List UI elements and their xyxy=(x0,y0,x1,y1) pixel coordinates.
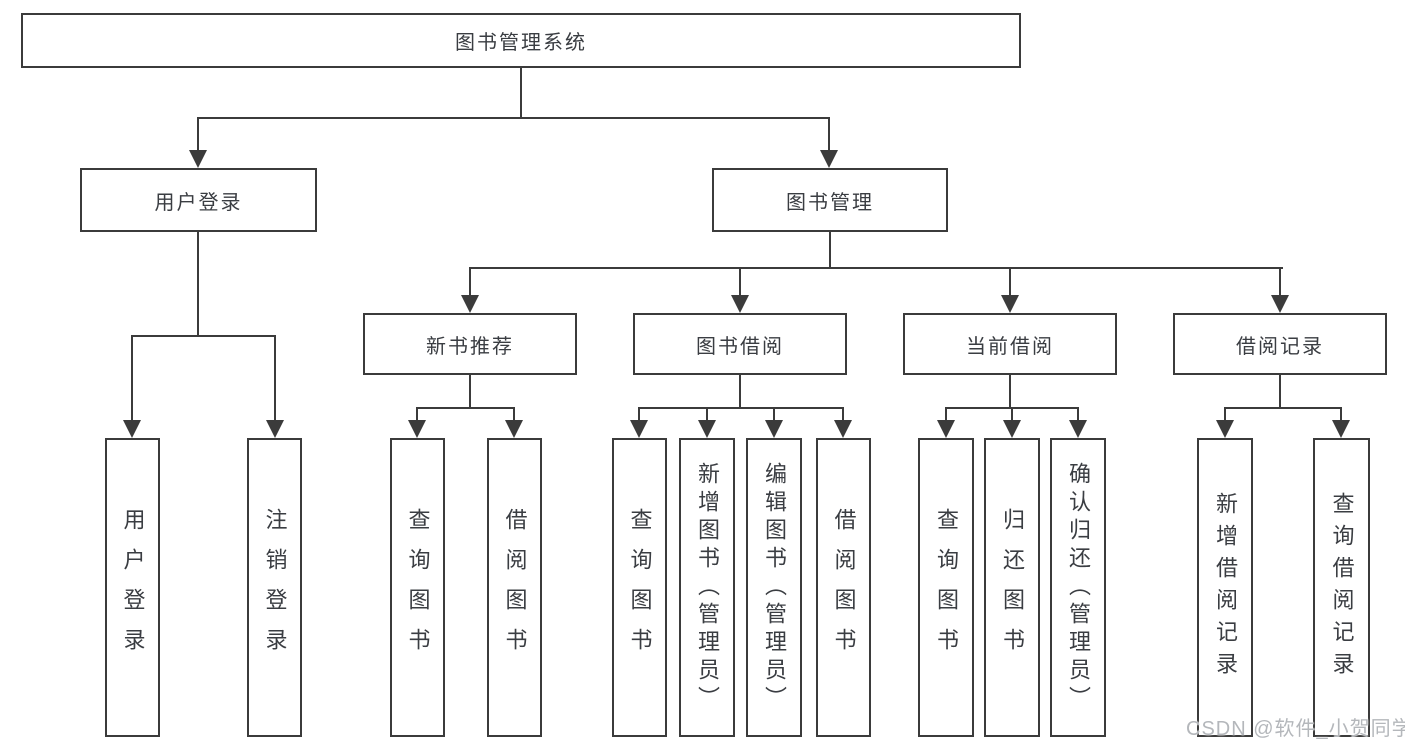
node-leaf-edit-book-admin: 编辑图书（管理员） xyxy=(746,438,802,737)
arrowhead-down-icon xyxy=(765,420,783,438)
arrowhead-down-icon xyxy=(834,420,852,438)
connector-line xyxy=(706,407,708,425)
node-leaf-logout: 注销登录 xyxy=(247,438,302,737)
connector-line xyxy=(638,407,844,409)
arrowhead-down-icon xyxy=(408,420,426,438)
connector-line xyxy=(773,407,775,425)
connector-line xyxy=(1279,267,1281,300)
connector-line xyxy=(945,407,947,425)
connector-line xyxy=(469,375,471,408)
connector-line xyxy=(469,267,471,300)
connector-line xyxy=(197,117,199,154)
node-leaf-query-borrow-record: 查询借阅记录 xyxy=(1313,438,1370,737)
node-leaf-query-books-recommend: 查询图书 xyxy=(390,438,445,737)
connector-line xyxy=(197,117,830,119)
connector-line xyxy=(1224,407,1226,425)
connector-line xyxy=(638,407,640,425)
arrowhead-down-icon xyxy=(630,420,648,438)
connector-line xyxy=(274,335,276,424)
connector-line xyxy=(1011,407,1013,425)
arrowhead-down-icon xyxy=(937,420,955,438)
connector-line xyxy=(1009,267,1011,300)
node-branch-borrow-records: 借阅记录 xyxy=(1173,313,1387,375)
node-leaf-add-borrow-record: 新增借阅记录 xyxy=(1197,438,1253,737)
node-leaf-query-books-current: 查询图书 xyxy=(918,438,974,737)
node-leaf-add-book-admin: 新增图书（管理员） xyxy=(679,438,735,737)
node-leaf-user-login: 用户登录 xyxy=(105,438,160,737)
arrowhead-down-icon xyxy=(1003,420,1021,438)
connector-line xyxy=(416,407,418,425)
node-leaf-query-books-borrow: 查询图书 xyxy=(612,438,667,737)
connector-line xyxy=(842,407,844,425)
arrowhead-down-icon xyxy=(820,150,838,168)
arrowhead-down-icon xyxy=(1001,295,1019,313)
node-branch-book-mgmt: 图书管理 xyxy=(712,168,948,232)
connector-line xyxy=(520,68,522,119)
connector-line xyxy=(829,232,831,269)
connector-line xyxy=(739,267,741,300)
connector-line xyxy=(131,335,276,337)
arrowhead-down-icon xyxy=(505,420,523,438)
connector-line xyxy=(1279,375,1281,408)
arrowhead-down-icon xyxy=(123,420,141,438)
connector-line xyxy=(513,407,515,425)
connector-line xyxy=(1224,407,1342,409)
connector-line xyxy=(416,407,515,409)
connector-line xyxy=(1340,407,1342,425)
arrowhead-down-icon xyxy=(189,150,207,168)
arrowhead-down-icon xyxy=(731,295,749,313)
node-branch-user-login: 用户登录 xyxy=(80,168,317,232)
node-branch-current-borrow: 当前借阅 xyxy=(903,313,1117,375)
arrowhead-down-icon xyxy=(1332,420,1350,438)
node-leaf-borrow-books-recommend: 借阅图书 xyxy=(487,438,542,737)
connector-line xyxy=(131,335,133,424)
csdn-watermark: CSDN @软件_小贺同学 xyxy=(1186,718,1405,740)
connector-line xyxy=(1009,375,1011,408)
node-leaf-borrow-books-borrow: 借阅图书 xyxy=(816,438,871,737)
arrowhead-down-icon xyxy=(1069,420,1087,438)
arrowhead-down-icon xyxy=(698,420,716,438)
node-system-root: 图书管理系统 xyxy=(21,13,1021,68)
connector-line xyxy=(469,267,1283,269)
arrowhead-down-icon xyxy=(461,295,479,313)
node-branch-book-borrow: 图书借阅 xyxy=(633,313,847,375)
connector-line xyxy=(197,232,199,337)
connector-line xyxy=(1077,407,1079,425)
connector-line xyxy=(828,117,830,154)
node-leaf-return-book: 归还图书 xyxy=(984,438,1040,737)
arrowhead-down-icon xyxy=(1271,295,1289,313)
node-branch-new-book-recommend: 新书推荐 xyxy=(363,313,577,375)
node-leaf-confirm-return-admin: 确认归还（管理员） xyxy=(1050,438,1106,737)
arrowhead-down-icon xyxy=(266,420,284,438)
connector-line xyxy=(739,375,741,408)
arrowhead-down-icon xyxy=(1216,420,1234,438)
